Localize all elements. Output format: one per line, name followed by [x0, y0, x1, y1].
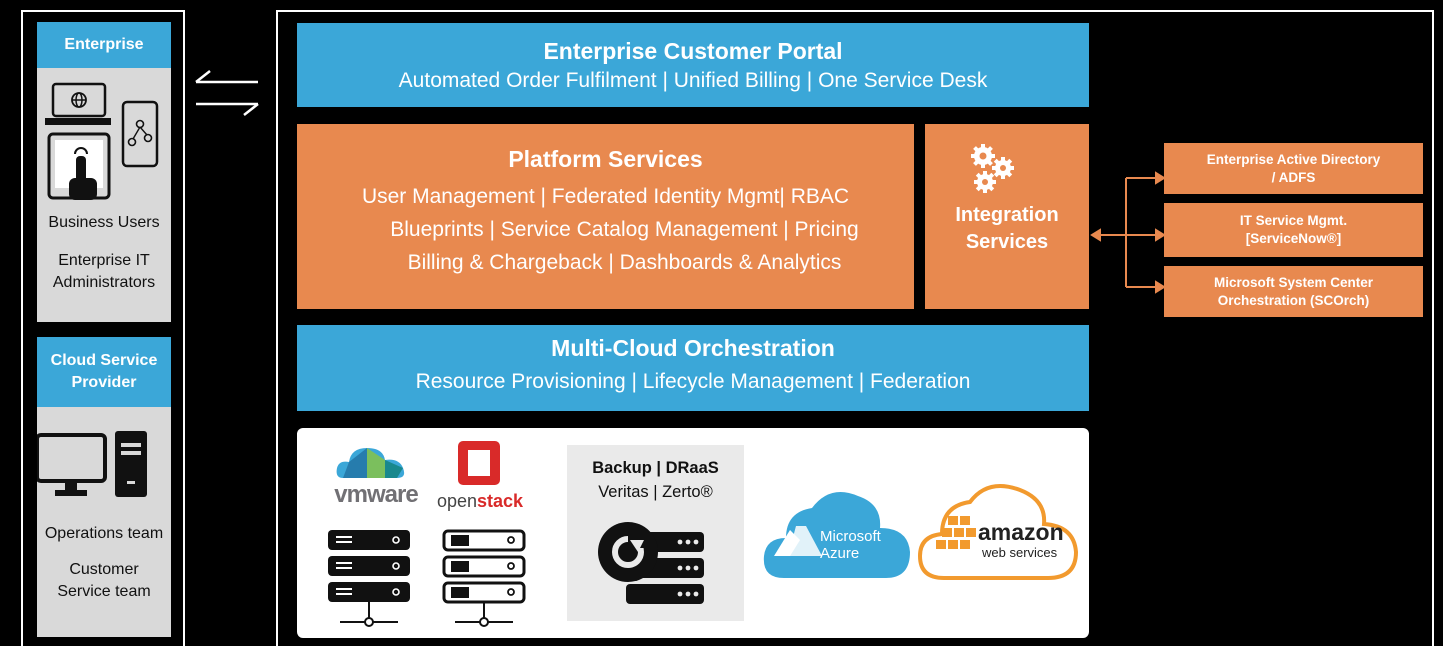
enterprise-panel: Enterprise Business Users Enterprise IT … [37, 22, 171, 322]
external-system-ad-line1: Enterprise Active Directory [1206, 151, 1381, 167]
platform-services-line-1: User Management | Federated Identity Mgm… [361, 185, 850, 208]
devices-icon [45, 82, 159, 200]
aws-label-line2: web services [982, 545, 1058, 560]
enterprise-it-label: Enterprise IT [58, 252, 150, 269]
backup-server-icon [598, 522, 704, 604]
desktop-computer-icon [37, 431, 147, 497]
orchestration-box: Multi-Cloud Orchestration Resource Provi… [297, 325, 1089, 411]
customer-portal-box: Enterprise Customer Portal Automated Ord… [297, 23, 1089, 107]
openstack-logo-text-b: stack [477, 491, 524, 511]
customer-label: Customer [69, 561, 139, 578]
platform-services-line-3: Billing & Chargeback | Dashboards & Anal… [407, 251, 842, 274]
platform-services-line-2: Blueprints | Service Catalog Management … [390, 218, 859, 241]
orchestration-subtitle: Resource Provisioning | Lifecycle Manage… [415, 370, 971, 393]
external-system-itsm-line1: IT Service Mgmt. [1239, 213, 1348, 228]
integration-connector-arrows [1090, 171, 1166, 294]
external-system-itsm-line2: [ServiceNow®] [1245, 231, 1342, 246]
provider-panel: Cloud Service Provider Operations team C… [37, 337, 171, 637]
provider-header-line1: Cloud Service [50, 352, 158, 369]
provider-header-line2: Provider [71, 374, 137, 391]
external-system-scorch-line1: Microsoft System Center [1213, 274, 1374, 290]
platform-frame [276, 10, 1434, 646]
integration-services-line2: Services [965, 231, 1049, 253]
provider-header: Cloud Service Provider [37, 337, 171, 407]
backup-title: Backup | DRaaS [592, 459, 719, 477]
external-system-scorch: Microsoft System Center Orchestration (S… [1164, 266, 1423, 317]
enterprise-header: Enterprise [37, 22, 171, 68]
server-rack-icon [328, 530, 410, 627]
azure-label-line2: Azure [820, 545, 860, 562]
azure-label: Microsoft Azure [820, 528, 910, 562]
openstack-logo-icon [458, 441, 500, 485]
actors-frame [21, 10, 185, 646]
service-team-label: Service team [57, 583, 151, 600]
aws-label: amazon web services [978, 520, 1078, 562]
double-arrow-icon [195, 70, 259, 116]
customer-portal-title: Enterprise Customer Portal [543, 38, 843, 64]
vmware-logo-icon [336, 448, 405, 478]
operations-team-label: Operations team [44, 525, 164, 542]
aws-cloud-icon [917, 484, 1079, 580]
external-system-itsm: IT Service Mgmt. [ServiceNow®] [1164, 203, 1423, 257]
customer-portal-subtitle: Automated Order Fulfilment | Unified Bil… [398, 69, 988, 92]
administrators-label: Administrators [52, 274, 156, 291]
azure-cloud-icon [763, 492, 910, 578]
external-system-ad-line2: / ADFS [1271, 169, 1316, 185]
orchestration-title: Multi-Cloud Orchestration [551, 335, 835, 361]
backup-subtitle: Veritas | Zerto® [598, 483, 713, 501]
external-system-ad: Enterprise Active Directory / ADFS [1164, 143, 1423, 194]
aws-label-line1: amazon [978, 519, 1064, 545]
azure-label-line1: Microsoft [820, 528, 881, 545]
openstack-logo-text: openstack [430, 490, 530, 512]
gears-icon [971, 144, 1014, 193]
integration-services-box: Integration Services [925, 124, 1089, 309]
openstack-logo-text-a: open [436, 491, 477, 511]
vmware-logo-text: vmware [334, 481, 418, 508]
integration-services-line1: Integration [955, 204, 1059, 226]
server-rack-icon [442, 529, 526, 627]
platform-services-box: Platform Services User Management | Fede… [297, 124, 914, 309]
platform-services-title: Platform Services [508, 146, 703, 172]
external-system-scorch-line2: Orchestration (SCOrch) [1217, 292, 1370, 308]
business-users-label: Business Users [48, 214, 160, 231]
integration-services-label: Integration Services [925, 202, 1089, 256]
